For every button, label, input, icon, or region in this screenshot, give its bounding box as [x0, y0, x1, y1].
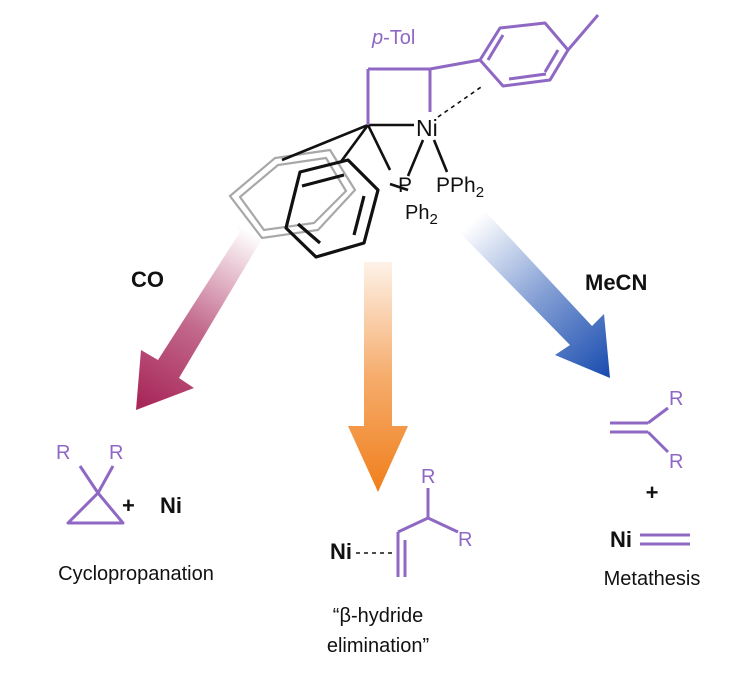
backbone-bonds	[281, 123, 409, 192]
phosphorus-label: P	[398, 174, 412, 197]
cyclopropanation-caption: Cyclopropanation	[58, 563, 214, 585]
beta-hydride-product: Ni R R	[330, 466, 472, 577]
agostic-interaction	[437, 84, 485, 118]
front-arene-ring	[284, 158, 380, 259]
ptol-label: p-Tol	[371, 27, 415, 49]
co-reagent-label: CO	[131, 267, 164, 292]
cyclopropane-ni: Ni	[160, 493, 182, 518]
cyclopropane-r2: R	[109, 442, 123, 464]
metathesis-product: R R + Ni	[610, 388, 690, 552]
mecn-reagent-label: MeCN	[585, 270, 647, 295]
cyclopropane-r1: R	[56, 442, 70, 464]
back-arene-ring	[228, 148, 357, 240]
cyclopropane-product: R R + Ni	[56, 442, 182, 525]
beta-hydride-caption-line2: elimination”	[327, 635, 429, 657]
metathesis-plus: +	[646, 480, 659, 505]
ni-label: Ni	[416, 115, 438, 141]
beta-hydride-r2: R	[458, 529, 472, 551]
metathesis-ni: Ni	[610, 527, 632, 552]
ph2-label: Ph2	[405, 202, 438, 228]
ni-bonds	[368, 123, 449, 177]
beta-hydride-r1: R	[421, 466, 435, 488]
metathesis-r1: R	[669, 388, 683, 410]
metathesis-caption: Metathesis	[604, 568, 701, 590]
cyclopropane-plus: +	[122, 493, 135, 518]
metathesis-r2: R	[669, 451, 683, 473]
nickel-complex: p-Tol Ni P PPh2 Ph2	[228, 14, 600, 259]
metallacyclobutane	[366, 67, 432, 125]
mecn-arrow	[457, 210, 610, 378]
pph2-label: PPh2	[436, 174, 484, 201]
beta-hydride-arrow	[348, 262, 408, 492]
p-tolyl-ring	[429, 14, 600, 88]
beta-hydride-caption-line1: “β-hydride	[333, 605, 423, 627]
beta-hydride-ni: Ni	[330, 539, 352, 564]
co-arrow	[136, 220, 263, 410]
